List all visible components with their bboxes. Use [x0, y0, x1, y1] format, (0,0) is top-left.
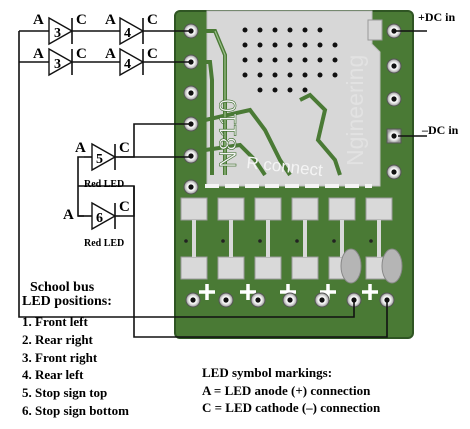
led-number: 3	[54, 26, 61, 41]
led-caption: Red LED	[84, 179, 124, 190]
position-item: 5. Stop sign top	[22, 385, 107, 400]
cathode-label: C	[119, 140, 130, 156]
anode-label: A	[63, 207, 74, 223]
position-item: 2. Rear right	[22, 332, 94, 347]
cathode-label: C	[147, 12, 158, 28]
resistor-pads	[180, 197, 393, 280]
markings-anode: A = LED anode (+) connection	[202, 383, 371, 398]
board-model-text: N8110	[215, 99, 242, 168]
smd-pad	[367, 19, 383, 41]
positive-dc-label: +DC in	[418, 10, 456, 24]
pcb-board: N8110 Ngineering R connect	[174, 10, 414, 339]
jumper-ovals	[340, 248, 403, 284]
pad-vias	[184, 239, 373, 243]
led-number: 3	[54, 57, 61, 72]
right-header-pads	[386, 23, 402, 180]
position-item: 4. Rear left	[22, 367, 84, 382]
led-5: 5 A C Red LED	[75, 140, 130, 190]
led-3-top: 3 A C	[33, 12, 87, 46]
via-grid	[242, 27, 338, 93]
led-6: 6 A C Red LED	[63, 199, 130, 249]
position-item: 6. Stop sign bottom	[22, 403, 129, 418]
anode-label: A	[33, 46, 44, 62]
positions-subtitle: LED positions:	[22, 294, 112, 309]
led-number: 6	[96, 211, 103, 226]
led-caption: Red LED	[84, 238, 124, 249]
led-number: 4	[124, 26, 131, 41]
position-item: 1. Front left	[22, 314, 88, 329]
anode-label: A	[105, 46, 116, 62]
cathode-label: C	[76, 12, 87, 28]
markings-title: LED symbol markings:	[202, 365, 332, 380]
led-number: 5	[96, 152, 103, 167]
cathode-label: C	[76, 46, 87, 62]
led-4-second: 4 A C	[105, 46, 158, 77]
position-item: 3. Front right	[22, 350, 98, 365]
led-positions-list: School bus LED positions: 1. Front left …	[22, 280, 129, 418]
led-3-second: 3 A C	[33, 46, 87, 77]
positions-title: School bus	[30, 280, 95, 295]
markings-cathode: C = LED cathode (–) connection	[202, 400, 381, 415]
cathode-label: C	[119, 199, 130, 215]
led-4-top: 4 A C	[105, 12, 158, 46]
resistor-pad-traces	[192, 220, 381, 257]
anode-label: A	[75, 140, 86, 156]
led-number: 4	[124, 57, 131, 72]
symbol-markings-legend: LED symbol markings: A = LED anode (+) c…	[202, 365, 381, 415]
left-header-pads	[183, 23, 199, 195]
anode-label: A	[105, 12, 116, 28]
anode-label: A	[33, 12, 44, 28]
board-brand-text: Ngineering	[342, 55, 368, 166]
negative-dc-label: –DC in	[421, 123, 459, 137]
cathode-label: C	[147, 46, 158, 62]
